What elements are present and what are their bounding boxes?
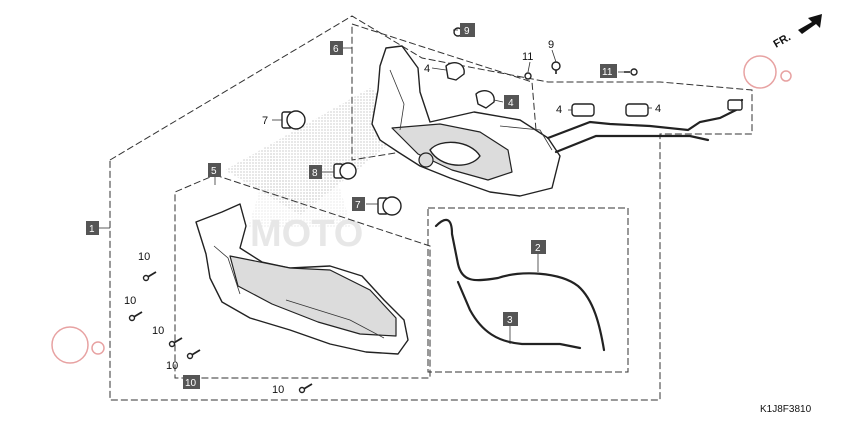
label-11: 11 [602, 67, 613, 78]
screw-part-10-c [168, 337, 183, 348]
screw-part-10-b [128, 311, 143, 322]
screw-part-10-e [298, 383, 313, 394]
label-10-screw-e: 10 [272, 384, 284, 396]
front-direction-indicator: FR. [772, 14, 822, 51]
bulb-part-7-upper [281, 110, 306, 130]
label-box-3: 3 [503, 312, 518, 326]
headlight-wiring [546, 98, 744, 154]
label-10-screw-d: 10 [166, 360, 178, 372]
outline-assembly-1 [109, 15, 753, 401]
leader-lines [98, 29, 652, 344]
label-1: 1 [89, 224, 95, 235]
harness-part-3 [456, 280, 582, 350]
grommet-part-4b [475, 90, 495, 109]
label-5: 5 [211, 166, 217, 177]
screw-part-10-d [186, 349, 201, 360]
label-2: 2 [535, 243, 541, 254]
label-box-6: 6 [330, 41, 343, 55]
label-3: 3 [507, 315, 513, 326]
headlight-lens [195, 203, 409, 355]
screw-part-9-right [551, 61, 561, 74]
label-box-1: 1 [86, 221, 99, 235]
label-box-9: 9 [460, 23, 475, 37]
label-box-8: 8 [309, 165, 322, 179]
label-4: 4 [508, 98, 514, 109]
label-box-11: 11 [600, 64, 617, 78]
label-10-screw-c: 10 [152, 325, 164, 337]
label-4-grommet: 4 [424, 63, 430, 75]
front-label: FR. [772, 31, 793, 50]
screw-part-11-upper [524, 72, 532, 80]
label-box-7: 7 [352, 197, 365, 211]
label-box-5: 5 [208, 163, 221, 177]
shading-area [225, 88, 420, 215]
label-4-connector-left: 4 [556, 104, 562, 116]
watermark-text: MOTO [250, 213, 363, 255]
drawing-code: K1J8F3810 [760, 404, 812, 415]
label-9: 9 [464, 26, 470, 37]
outline-group-6 [351, 23, 537, 161]
label-10-screw-b: 10 [124, 295, 136, 307]
label-7-bulb: 7 [262, 115, 268, 127]
arrow-icon [798, 14, 822, 34]
label-4-connector-right: 4 [655, 103, 661, 115]
outline-group-2-3 [427, 207, 629, 373]
bulb-part-7-lower [377, 196, 402, 216]
screw-part-10-a [142, 271, 157, 282]
grommet-part-4a [445, 62, 465, 81]
label-7: 7 [355, 200, 361, 211]
watermark-logo-right [743, 55, 792, 89]
watermark-logo-left [51, 326, 105, 364]
label-8: 8 [312, 168, 318, 179]
label-box-4: 4 [504, 95, 519, 109]
bulb-part-8 [333, 162, 357, 180]
label-11-screw: 11 [522, 51, 533, 63]
label-9-screw: 9 [548, 39, 554, 51]
connector-icon [727, 99, 743, 111]
label-10-screw-a: 10 [138, 251, 150, 263]
label-box-10: 10 [183, 375, 200, 389]
headlight-case [371, 45, 561, 197]
label-6: 6 [333, 44, 339, 55]
label-10: 10 [185, 378, 197, 389]
outline-group-5 [174, 174, 431, 379]
label-box-2: 2 [531, 240, 546, 254]
harness-part-2 [434, 218, 606, 352]
